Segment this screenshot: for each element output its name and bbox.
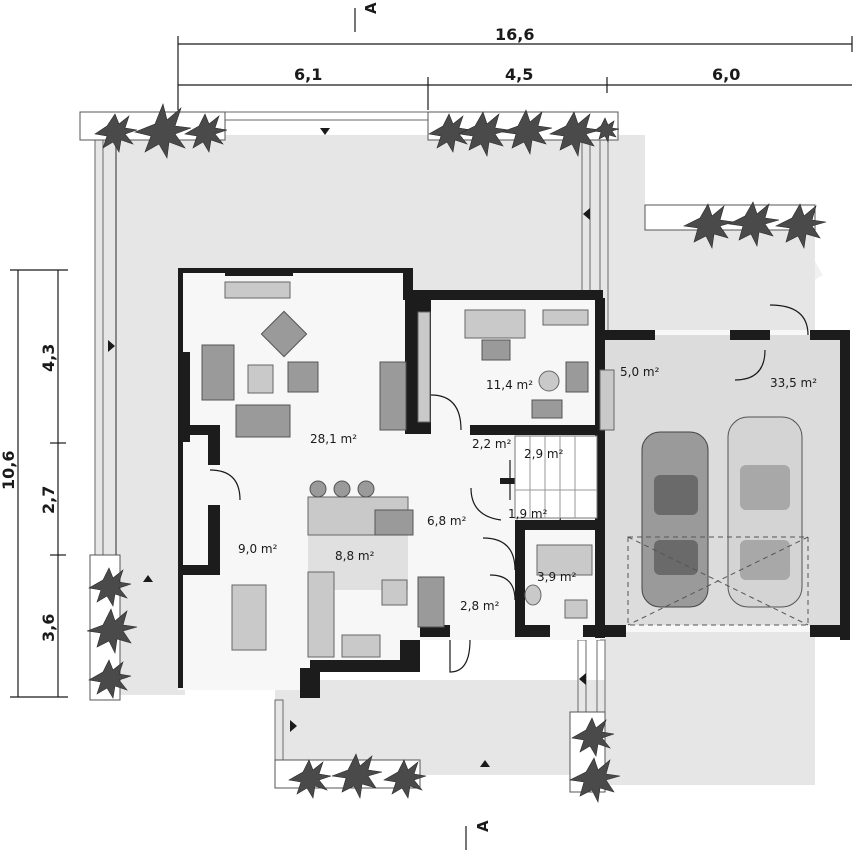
dim-depth-3: 3,6 bbox=[39, 614, 58, 642]
dim-total-depth: 10,6 bbox=[0, 451, 18, 490]
stairs bbox=[509, 435, 598, 519]
furniture bbox=[201, 281, 615, 658]
arrow-icon bbox=[108, 128, 590, 767]
plant-icon bbox=[86, 103, 827, 803]
dim-depth-2: 2,7 bbox=[39, 486, 58, 514]
car-icon bbox=[641, 416, 803, 608]
dim-segment-1: 6,1 bbox=[294, 65, 322, 84]
room-area-pantry: 1,9 m² bbox=[508, 507, 548, 521]
room-area-kitchen: 8,8 m² bbox=[335, 549, 375, 563]
room-area-closet: 2,2 m² bbox=[472, 437, 512, 451]
garage-floor bbox=[600, 335, 845, 625]
section-label-bottom: A bbox=[474, 820, 492, 832]
dim-depth-1: 4,3 bbox=[39, 344, 58, 372]
room-area-hall: 6,8 m² bbox=[427, 514, 467, 528]
dim-segment-2: 4,5 bbox=[505, 65, 533, 84]
room-area-dining: 9,0 m² bbox=[238, 542, 278, 556]
dim-total-width: 16,6 bbox=[495, 25, 534, 44]
garage-door-dash bbox=[627, 536, 809, 626]
room-area-stairs: 2,9 m² bbox=[524, 447, 564, 461]
section-marker-top: A bbox=[354, 2, 380, 32]
dim-segment-3: 6,0 bbox=[712, 65, 740, 84]
dimension-lines bbox=[10, 36, 853, 698]
section-marker-bottom: A bbox=[465, 820, 492, 850]
room-area-living: 28,1 m² bbox=[310, 432, 357, 446]
room-area-boiler: 5,0 m² bbox=[620, 365, 660, 379]
room-area-bathroom: 3,9 m² bbox=[537, 570, 577, 584]
room-area-vestibule: 2,8 m² bbox=[460, 599, 500, 613]
room-area-garage: 33,5 m² bbox=[770, 376, 817, 390]
room-area-office: 11,4 m² bbox=[486, 378, 533, 392]
section-label-top: A bbox=[362, 2, 380, 14]
